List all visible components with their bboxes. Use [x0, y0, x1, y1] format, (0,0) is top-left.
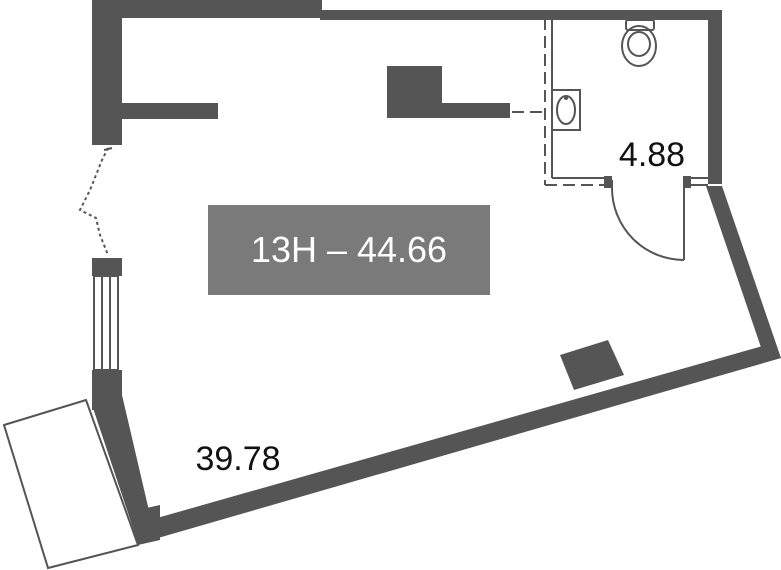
toilet-icon: [621, 19, 657, 67]
window-lower-icon: [99, 417, 143, 506]
wall-right-slant: [706, 186, 781, 362]
bathroom-area: 4.88: [619, 136, 685, 174]
entry-door-icon: [78, 147, 113, 256]
balcony-icon: [2, 398, 140, 570]
wall-left-upper: [92, 0, 122, 145]
bath-door-jamb-left: [604, 176, 612, 188]
wall-top: [320, 10, 722, 20]
wall-corner: [128, 505, 160, 545]
unit-label: 13Н – 44.66: [251, 229, 447, 270]
unit-label-box: [208, 205, 490, 295]
wall-top-left: [92, 0, 322, 18]
wall-bottom-slant: [150, 345, 781, 538]
wall-partition-left: [122, 103, 218, 119]
kitchen-block: [387, 66, 510, 118]
wall-left-mid: [92, 258, 122, 276]
wall-pillar: [560, 340, 624, 390]
windows: [93, 80, 713, 506]
door-swing-icon: [611, 180, 685, 261]
bath-door-jamb-right: [683, 176, 691, 188]
walls: [92, 0, 781, 545]
sink-icon: [551, 89, 581, 131]
window-icon: [93, 275, 119, 371]
main-room-area: 39.78: [195, 440, 280, 478]
wall-right-upper: [708, 12, 722, 184]
